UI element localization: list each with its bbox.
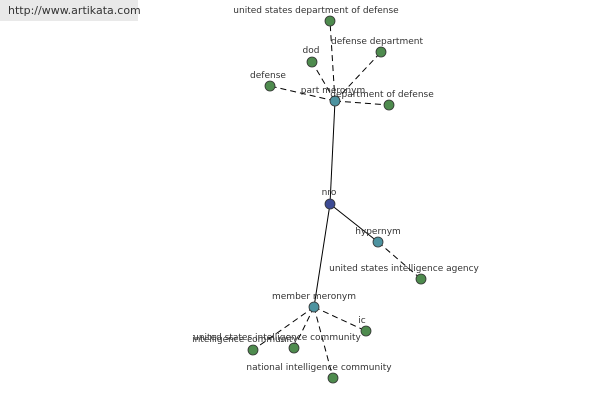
term-label-defense-department[interactable]: defense department xyxy=(331,37,423,47)
relation-node-hypernym[interactable] xyxy=(372,236,384,248)
center-node-label[interactable]: nro xyxy=(322,188,337,198)
edge-member-meronym-united-states-intelligence-community xyxy=(293,306,315,349)
term-node-defense[interactable] xyxy=(264,80,276,92)
graph-edges xyxy=(252,20,422,379)
edge-part-meronym-department-of-defense xyxy=(334,100,390,106)
term-label-united-states-intelligence-community[interactable]: united states intelligence community xyxy=(193,333,361,343)
edge-nro-part-meronym xyxy=(329,100,336,205)
source-url[interactable]: http://www.artikata.com xyxy=(0,0,141,21)
edge-member-meronym-intelligence-community xyxy=(252,306,315,351)
term-node-united-states-intelligence-community[interactable] xyxy=(288,342,300,354)
edge-part-meronym-united-states-department-of-defense xyxy=(329,20,336,102)
term-label-intelligence-community[interactable]: intelligence community xyxy=(192,335,298,345)
term-node-department-of-defense[interactable] xyxy=(383,99,395,111)
term-node-dod[interactable] xyxy=(306,56,318,68)
term-node-intelligence-community[interactable] xyxy=(247,344,259,356)
term-label-united-states-department-of-defense[interactable]: united states department of defense xyxy=(233,6,399,16)
term-node-national-intelligence-community[interactable] xyxy=(327,372,339,384)
relation-node-part-meronym[interactable] xyxy=(329,95,341,107)
edge-part-meronym-defense-department xyxy=(334,51,382,102)
term-label-dod[interactable]: dod xyxy=(303,46,320,56)
edge-member-meronym-national-intelligence-community xyxy=(313,306,334,379)
relation-node-member-meronym[interactable] xyxy=(308,301,320,313)
graph-labels: nro part meronym united states department … xyxy=(192,6,479,373)
term-label-united-states-intelligence-agency[interactable]: united states intelligence agency xyxy=(329,264,479,274)
term-node-united-states-department-of-defense[interactable] xyxy=(324,15,336,27)
term-label-department-of-defense[interactable]: department of defense xyxy=(330,90,434,100)
term-label-national-intelligence-community[interactable]: national intelligence community xyxy=(246,363,392,373)
term-label-ic[interactable]: ic xyxy=(358,316,366,326)
term-node-defense-department[interactable] xyxy=(375,46,387,58)
relation-label-part-meronym[interactable]: part meronym xyxy=(301,86,365,96)
term-node-ic[interactable] xyxy=(360,325,372,337)
edge-nro-member-meronym xyxy=(313,203,331,308)
term-label-defense[interactable]: defense xyxy=(250,71,286,81)
edge-nro-hypernym xyxy=(329,203,379,243)
relation-label-member-meronym[interactable]: member meronym xyxy=(272,292,356,302)
edge-part-meronym-dod xyxy=(311,61,336,102)
term-node-united-states-intelligence-agency[interactable] xyxy=(415,273,427,285)
edge-part-meronym-defense xyxy=(269,85,336,102)
relation-label-hypernym[interactable]: hypernym xyxy=(355,227,401,237)
center-node[interactable] xyxy=(324,198,336,210)
graph-nodes xyxy=(247,15,427,384)
